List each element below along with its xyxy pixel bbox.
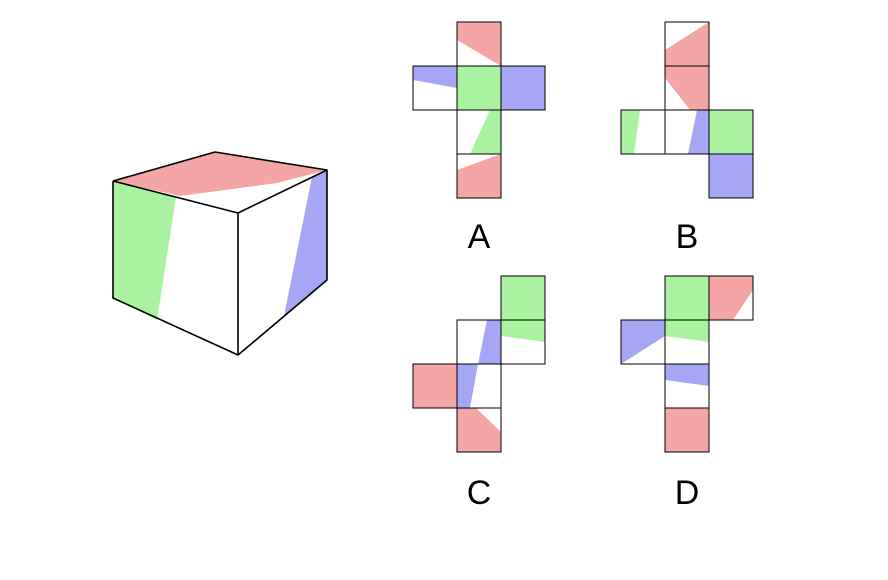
- net-b-top-red: [665, 22, 709, 66]
- option-label-b: B: [676, 218, 699, 256]
- option-label-c: C: [467, 474, 492, 512]
- net-b-second-white: [665, 66, 690, 110]
- net-a-top-red: [457, 22, 501, 66]
- net-d-top-right-white: [733, 290, 753, 320]
- cube-right-blue-band: [284, 170, 327, 316]
- net-b-bottom: [709, 154, 753, 198]
- net-b-row-2-blue: [688, 110, 709, 154]
- net-a-left-blue: [413, 66, 457, 88]
- reference-cube: [112, 151, 328, 356]
- net-c-second-blue: [478, 320, 501, 364]
- net-c-left: [413, 364, 457, 408]
- net-a-center: [457, 66, 501, 110]
- net-option-d[interactable]: D: [620, 275, 754, 512]
- net-a-bottom-red: [457, 154, 501, 198]
- net-d-bottom: [665, 408, 709, 452]
- net-option-b[interactable]: B: [620, 21, 754, 256]
- net-a-lower-green: [470, 110, 501, 154]
- net-c-bottom-red: [457, 408, 501, 452]
- net-c-second-right-green: [501, 320, 545, 342]
- cube-top-red-band: [113, 152, 327, 196]
- option-label-a: A: [468, 218, 491, 256]
- net-option-c[interactable]: C: [412, 275, 546, 512]
- net-c-middle-blue: [457, 364, 478, 408]
- net-d-lower-blue: [665, 364, 709, 386]
- option-label-d: D: [675, 474, 700, 512]
- net-b-row-1-green: [621, 110, 640, 154]
- net-c-top: [501, 276, 545, 320]
- net-b-row-3: [709, 110, 753, 154]
- cube-outline: [112, 151, 328, 356]
- cube-left-green-band: [113, 181, 176, 320]
- net-option-a[interactable]: A: [412, 21, 546, 256]
- net-d-center-green: [665, 320, 709, 342]
- net-d-left-blue: [621, 320, 665, 364]
- net-a-right: [501, 66, 545, 110]
- net-d-top-mid: [665, 276, 709, 320]
